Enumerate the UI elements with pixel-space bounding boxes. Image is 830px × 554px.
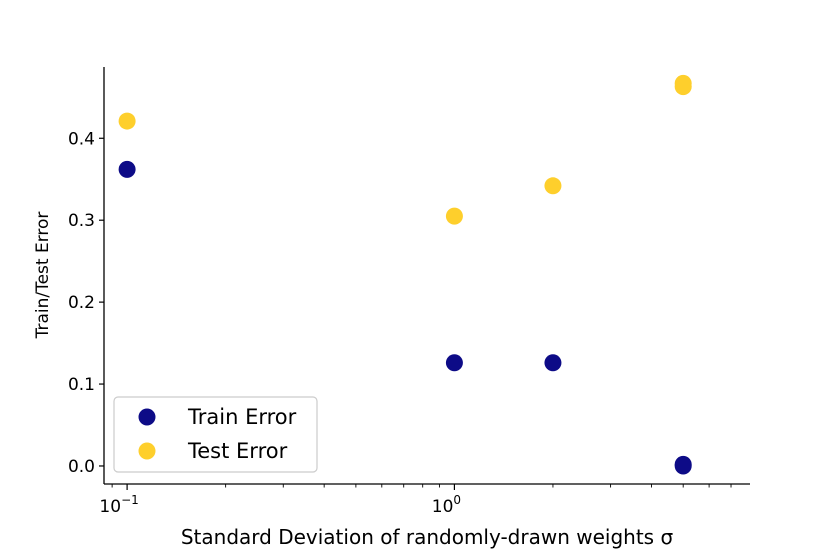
train-error-point	[445, 354, 463, 372]
test-error-point	[674, 78, 692, 96]
test-error-point	[544, 177, 562, 195]
train-error-point	[674, 457, 692, 475]
y-tick-label: 0.0	[68, 457, 95, 477]
train-error-point	[118, 160, 136, 178]
x-ticks: 10−1 100	[99, 484, 732, 517]
test-error-point	[445, 207, 463, 225]
y-tick-label: 0.2	[68, 293, 95, 313]
y-tick-label: 0.3	[68, 211, 95, 231]
x-axis-label: Standard Deviation of randomly-drawn wei…	[181, 525, 674, 549]
y-ticks: 0.0 0.1 0.2 0.3 0.4	[68, 129, 104, 477]
legend-marker-train	[138, 408, 156, 426]
y-axis-label: Train/Test Error	[33, 212, 53, 340]
test-error-point	[118, 112, 136, 130]
axes-spines	[103, 67, 750, 485]
legend: Train Error Test Error	[113, 396, 318, 473]
x-tick-label: 100	[432, 493, 461, 517]
legend-marker-test	[138, 442, 156, 460]
train-error-point	[544, 354, 562, 372]
legend-label-train: Train Error	[187, 405, 297, 429]
y-tick-label: 0.4	[68, 129, 95, 149]
legend-frame	[113, 396, 318, 473]
y-tick-label: 0.1	[68, 375, 95, 395]
x-tick-label: 10−1	[99, 493, 138, 517]
data-points	[118, 74, 692, 475]
legend-label-test: Test Error	[187, 439, 288, 463]
